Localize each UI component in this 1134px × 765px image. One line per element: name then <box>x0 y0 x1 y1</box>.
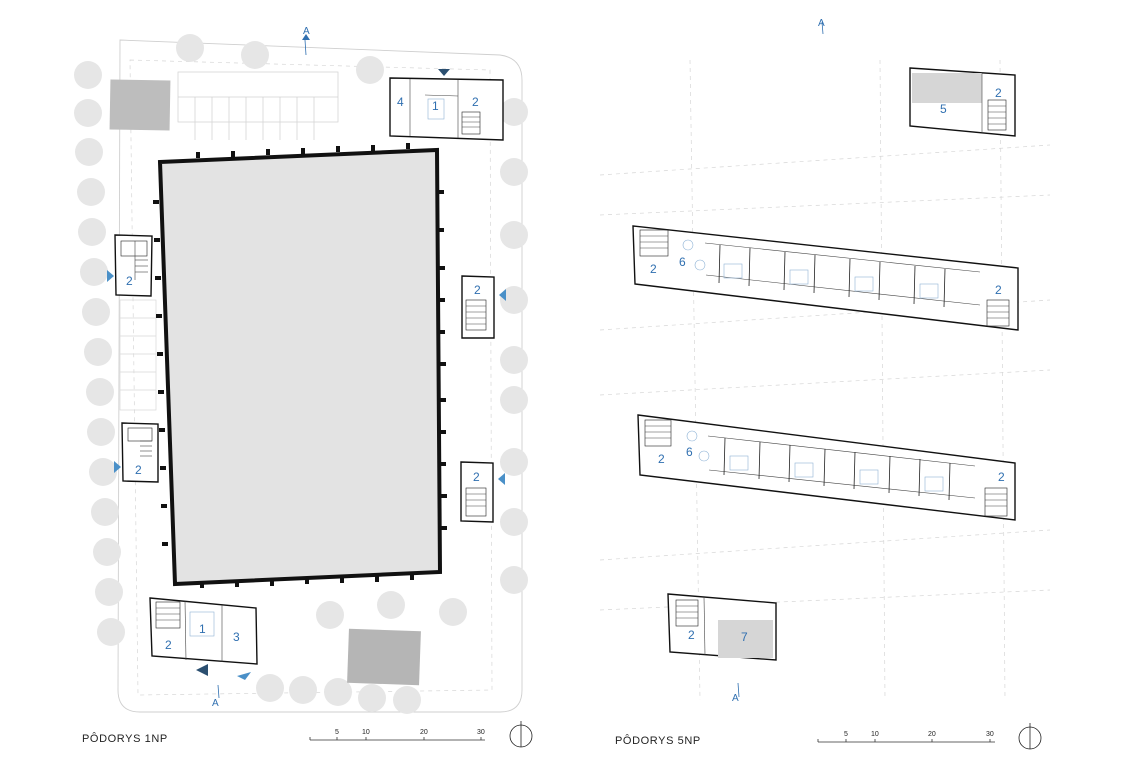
stair-icon <box>461 111 481 135</box>
building-left-lower <box>121 422 159 483</box>
room-label: 1 <box>432 99 439 113</box>
entrance-arrow-icon <box>499 289 506 301</box>
room-label: 7 <box>741 630 748 644</box>
scale-tick: 10 <box>871 731 879 738</box>
room-label: 2 <box>995 283 1002 297</box>
room-label: 2 <box>658 452 665 466</box>
scale-bar: 5 10 20 30 <box>309 729 485 741</box>
building-top-right-5np <box>909 67 1016 137</box>
building-slab-lower <box>637 414 1016 521</box>
entrance-arrow-icon <box>107 270 114 282</box>
entrance-arrow-icon <box>438 69 450 76</box>
north-arrow-icon <box>1018 723 1042 750</box>
room-label: 2 <box>472 95 479 109</box>
room-label: 2 <box>165 638 172 652</box>
scale-tick: 5 <box>335 729 339 736</box>
scale-tick: 5 <box>844 731 848 738</box>
room-label: 3 <box>233 630 240 644</box>
trees-1np <box>74 34 528 714</box>
entrance-arrow-icon <box>237 672 251 680</box>
section-mark-bottom: A <box>212 698 219 709</box>
section-mark-top: A <box>818 18 825 29</box>
room-label: 6 <box>679 255 686 269</box>
room-label: 2 <box>135 463 142 477</box>
grey-block-top <box>109 79 171 131</box>
scale-tick: 30 <box>986 731 994 738</box>
building-right-lower <box>460 461 494 523</box>
grid-guides-5np <box>599 59 1051 701</box>
room-label: 2 <box>998 470 1005 484</box>
north-arrow-icon <box>509 721 533 748</box>
section-arrow-icon <box>821 21 824 35</box>
hall-columns <box>153 143 447 588</box>
scale-tick: 20 <box>420 729 428 736</box>
plan-title: PÔDORYS 5NP <box>615 734 701 747</box>
room-label: 1 <box>199 622 206 636</box>
parking-left <box>119 299 157 411</box>
section-arrow-icon <box>737 682 740 698</box>
scale-tick: 20 <box>928 731 936 738</box>
room-label: 2 <box>688 628 695 642</box>
scale-tick: 30 <box>477 729 485 736</box>
section-mark-top: A <box>303 26 310 37</box>
room-label: 5 <box>940 102 947 116</box>
room-label: 2 <box>126 274 133 288</box>
scale-bar: 5 10 20 30 <box>817 731 995 743</box>
building-bottom <box>149 597 258 665</box>
parking-top <box>177 71 339 140</box>
section-arrow-icon <box>217 684 220 699</box>
room-labels-5np: 5 2 2 6 2 2 6 2 2 7 <box>650 86 1005 644</box>
plan-title: PÔDORYS 1NP <box>82 732 168 745</box>
room-label: 2 <box>995 86 1002 100</box>
room-labels-1np: 4 1 2 2 2 2 2 2 1 3 <box>126 95 481 652</box>
section-mark-bottom: A <box>732 693 739 704</box>
room-label: 2 <box>474 283 481 297</box>
plan-5np: A A 5 2 2 6 2 2 6 2 2 7 PÔDORYS 5NP 5 10… <box>599 18 1051 750</box>
room-label: 2 <box>473 470 480 484</box>
section-arrow-icon <box>302 34 310 56</box>
site-boundary <box>117 39 523 713</box>
plan-1np: A A 4 1 2 2 2 2 2 2 1 3 PÔDORYS 1NP 5 10… <box>74 26 533 748</box>
grey-block-bottom <box>347 628 421 686</box>
main-hall <box>157 147 443 587</box>
scale-tick: 10 <box>362 729 370 736</box>
room-label: 6 <box>686 445 693 459</box>
building-right-upper <box>461 275 495 339</box>
entrance-arrow-icon <box>196 664 208 676</box>
building-bottom-5np <box>667 593 777 661</box>
building-slab-upper <box>632 225 1019 331</box>
building-left-upper <box>114 234 153 297</box>
entrance-arrow-icon <box>498 473 505 485</box>
room-label: 2 <box>650 262 657 276</box>
building-top-right <box>389 77 504 141</box>
room-label: 4 <box>397 95 404 109</box>
entrance-arrow-icon <box>114 461 121 473</box>
